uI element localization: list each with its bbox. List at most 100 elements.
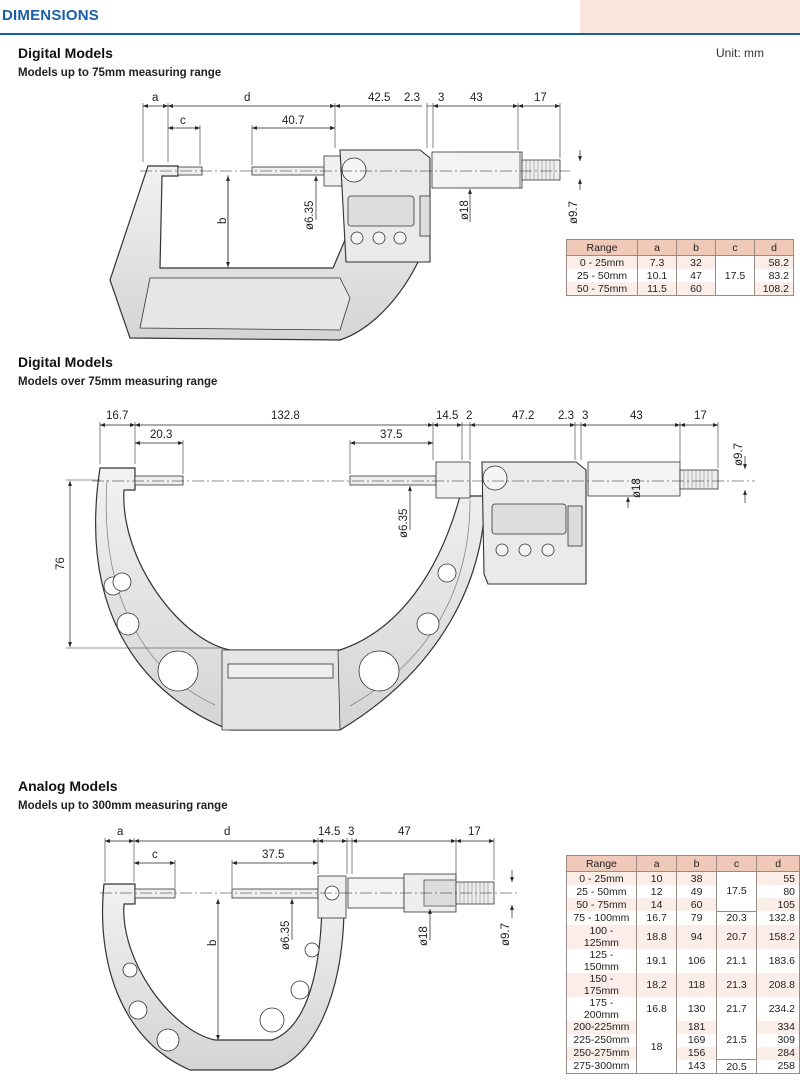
table-cell: 156 <box>676 1046 717 1060</box>
dim2-3: 3 <box>582 410 588 422</box>
table-cell: 143 <box>676 1059 717 1074</box>
table-cell: 125 - 150mm <box>566 948 637 973</box>
dim3-d: d <box>224 826 230 838</box>
dim1-a: a <box>152 92 159 104</box>
dim1-43: 43 <box>470 92 483 104</box>
table-cell: 75 - 100mm <box>566 911 637 925</box>
table-cell: 17.5 <box>715 255 755 296</box>
table-cell: 250-275mm <box>566 1046 637 1060</box>
dim3-3: 3 <box>348 826 354 838</box>
dim2-43: 43 <box>630 410 643 422</box>
table-cell: 18 <box>635 1020 678 1074</box>
table-cell: 21.7 <box>715 996 758 1021</box>
table-cell: 181 <box>676 1020 717 1034</box>
table-cell: 25 - 50mm <box>566 885 637 898</box>
table-cell: 20.3 <box>715 911 758 925</box>
col-range: Range <box>566 855 637 872</box>
table-cell: 100 - 125mm <box>566 924 637 949</box>
col-b: b <box>676 239 716 256</box>
col-d: d <box>754 239 794 256</box>
table-cell: 19.1 <box>635 948 678 973</box>
table-cell: 60 <box>676 898 717 911</box>
table-cell: 275-300mm <box>566 1059 637 1074</box>
section-title-analog: Analog Models <box>18 778 118 794</box>
dim2-47-2: 47.2 <box>512 410 534 422</box>
col-a: a <box>635 855 678 872</box>
col-range: Range <box>566 239 638 256</box>
dim3-37-5: 37.5 <box>262 849 284 861</box>
dim1-dia-18: ø18 <box>459 200 471 220</box>
table-cell: 58.2 <box>754 255 794 269</box>
dim3-47: 47 <box>398 826 411 838</box>
table-cell: 80 <box>756 885 800 898</box>
dim1-dia-9-7: ø9.7 <box>568 201 580 224</box>
dim2-14-5: 14.5 <box>436 410 458 422</box>
table-cell: 132.8 <box>756 911 800 925</box>
dim1-40-7: 40.7 <box>282 115 304 127</box>
table-cell: 0 - 25mm <box>566 255 638 269</box>
table-cell: 183.6 <box>756 948 800 973</box>
table-cell: 25 - 50mm <box>566 269 638 282</box>
table-cell: 175 - 200mm <box>566 996 637 1021</box>
dim2-17: 17 <box>694 410 707 422</box>
dim2-dia-6-35: ø6.35 <box>398 509 410 538</box>
analog-micrometer <box>101 873 495 1071</box>
dim1-3: 3 <box>438 92 444 104</box>
header-left <box>0 0 580 35</box>
dim2-dia-18: ø18 <box>631 478 643 498</box>
table-cell: 38 <box>676 871 717 885</box>
table-cell: 158.2 <box>756 924 800 949</box>
dim1-d: d <box>244 92 250 104</box>
dim2-20-3: 20.3 <box>150 429 172 441</box>
table-cell: 10.1 <box>637 269 677 282</box>
table-cell: 118 <box>676 972 717 997</box>
table-cell: 11.5 <box>637 282 677 296</box>
table-cell: 60 <box>676 282 716 296</box>
digital-75-micrometer <box>109 149 561 341</box>
table-cell: 21.3 <box>715 972 758 997</box>
table-cell: 21.5 <box>715 1020 758 1060</box>
table-cell: 105 <box>756 898 800 911</box>
header-bar: DIMENSIONS <box>0 0 800 35</box>
table-cell: 17.5 <box>715 871 758 912</box>
page-title: DIMENSIONS <box>2 7 100 24</box>
dim2-2: 2 <box>466 410 472 422</box>
table-cell: 200-225mm <box>566 1020 637 1034</box>
digital-over-75-micrometer <box>95 461 719 731</box>
table-cell: 16.7 <box>635 911 678 925</box>
dim2-37-5: 37.5 <box>380 429 402 441</box>
table-cell: 234.2 <box>756 996 800 1021</box>
dim2-2-3: 2.3 <box>558 410 574 422</box>
dim1-dia-6-35: ø6.35 <box>304 201 316 230</box>
table-cell: 208.8 <box>756 972 800 997</box>
table-cell: 334 <box>756 1020 800 1034</box>
table-cell: 50 - 75mm <box>566 898 637 911</box>
dim2-16-7: 16.7 <box>106 410 128 422</box>
table-cell: 7.3 <box>637 255 677 269</box>
table-cell: 94 <box>676 924 717 949</box>
col-c: c <box>715 855 758 872</box>
section-subtitle-digital-over-75: Models over 75mm measuring range <box>18 376 218 388</box>
table-cell: 79 <box>676 911 717 925</box>
table-cell: 16.8 <box>635 996 678 1021</box>
table-cell: 108.2 <box>754 282 794 296</box>
col-a: a <box>637 239 677 256</box>
table-cell: 150 - 175mm <box>566 972 637 997</box>
dim2-132-8: 132.8 <box>271 410 300 422</box>
table-cell: 0 - 25mm <box>566 871 637 885</box>
